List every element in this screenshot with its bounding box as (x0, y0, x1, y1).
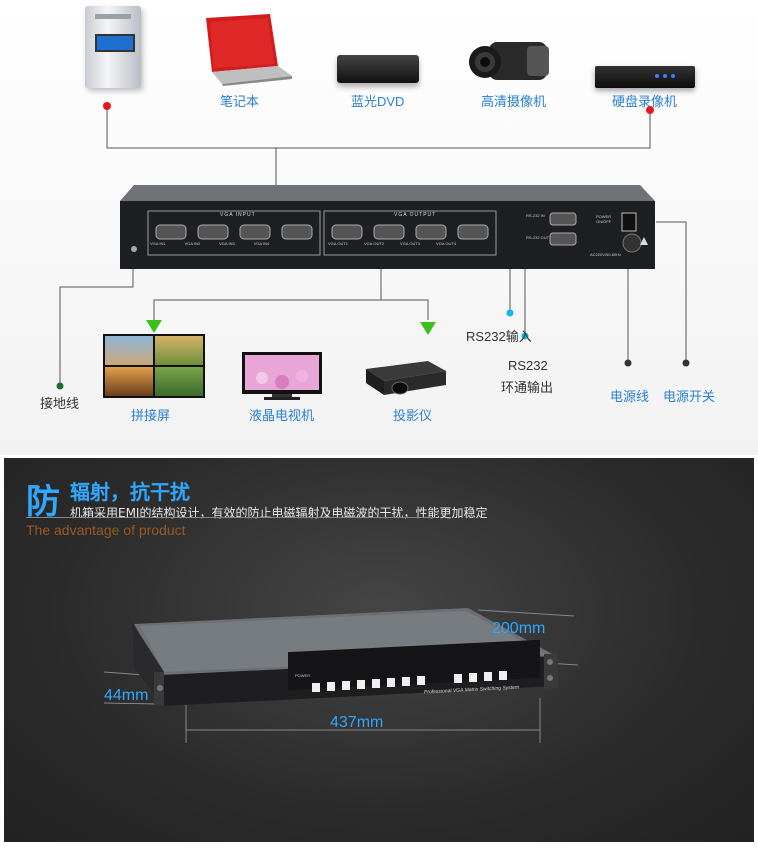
headline-description: 机箱采用EMI的结构设计，有效的防止电磁辐射及电磁波的干扰，性能更加稳定 (70, 506, 488, 520)
power-switch-dot (682, 359, 690, 367)
port-label: VGA OUT2 (364, 241, 385, 246)
headline-title: 辐射，抗干扰 (70, 480, 190, 504)
port-label: VGA IN2 (184, 241, 201, 246)
desktop-pc-icon (85, 6, 141, 88)
port-label: VGA OUT1 (328, 241, 349, 246)
ground-dot (56, 382, 64, 390)
matrix-switcher-front-view (103, 608, 579, 743)
cyan-dot-rs232-in (506, 309, 514, 317)
vga-input-label: VGA INPUT (220, 212, 256, 218)
power-cord-label: 电源线 (610, 389, 650, 404)
ground-wire-label: 接地线 (40, 396, 80, 411)
rs232-loop-label-line2: 环通输出 (501, 380, 554, 395)
power-cord-dot (624, 359, 632, 367)
hd-camcorder-icon (469, 42, 549, 80)
port-label: VGA OUT3 (400, 241, 421, 246)
vga-output-label: VGA OUTPUT (394, 212, 437, 218)
video-wall-icon (103, 334, 205, 398)
bluray-dvd-icon (337, 55, 419, 83)
red-connection-dot (646, 106, 654, 114)
dvr-label: 硬盘录像机 (612, 94, 678, 109)
vga-output-port-labels: VGA OUT1 VGA OUT2 VGA OUT3 VGA OUT4 (328, 241, 508, 246)
power-switch-label: 电源开关 (663, 389, 716, 404)
height-dimension-label: 44mm (104, 687, 149, 704)
dvr-recorder-icon (595, 66, 695, 88)
headline-divider (26, 517, 436, 518)
matrix-switcher-rear-panel (120, 185, 655, 269)
lcd-tv-label: 液晶电视机 (249, 408, 315, 423)
depth-dimension-label: 200mm (492, 620, 546, 637)
rs232-loop-label-line1: RS232 (508, 358, 548, 373)
port-label: VGA IN3 (219, 241, 235, 246)
front-power-label: POWER (295, 673, 311, 678)
port-label: VGA IN4 (253, 241, 270, 246)
power-spec-label: AC220V/50-60Hz (590, 252, 622, 257)
width-dimension-label: 437mm (330, 714, 384, 731)
connection-diagram-panel: 笔记本 蓝光DVD 高清摄像机 硬盘录像机 (0, 0, 758, 455)
power-switch-port-label: POWER ON/OFF (596, 214, 612, 224)
lcd-tv-icon (242, 352, 322, 400)
port-label: VGA IN1 (150, 241, 166, 246)
video-wall-label: 拼接屏 (131, 408, 171, 423)
rs232-in-port-label: RS-232 IN (526, 213, 545, 218)
cyan-dot-rs232-loop (521, 332, 529, 340)
headline-english-subtitle: The advantage of product (26, 522, 186, 538)
output-arrow-icon (146, 320, 162, 333)
output-arrow-icon (420, 322, 436, 335)
port-label: VGA OUT4 (436, 241, 457, 246)
product-advantage-panel: 防 辐射，抗干扰 机箱采用EMI的结构设计，有效的防止电磁辐射及电磁波的干扰，性… (4, 458, 754, 842)
camcorder-label: 高清摄像机 (481, 94, 547, 109)
projector-icon (366, 361, 446, 395)
bluray-dvd-label: 蓝光DVD (351, 94, 405, 109)
laptop-label: 笔记本 (220, 94, 260, 109)
projector-label: 投影仪 (393, 408, 433, 423)
headline-big-char: 防 (26, 482, 60, 522)
rs232-out-port-label: RS-232 OUT (526, 235, 550, 240)
red-connection-dot (103, 102, 111, 110)
rs232-input-label: RS232输入 (466, 329, 532, 344)
vga-input-port-labels: VGA IN1 VGA IN2 VGA IN3 VGA IN4 (150, 241, 330, 246)
laptop-icon (206, 14, 292, 86)
